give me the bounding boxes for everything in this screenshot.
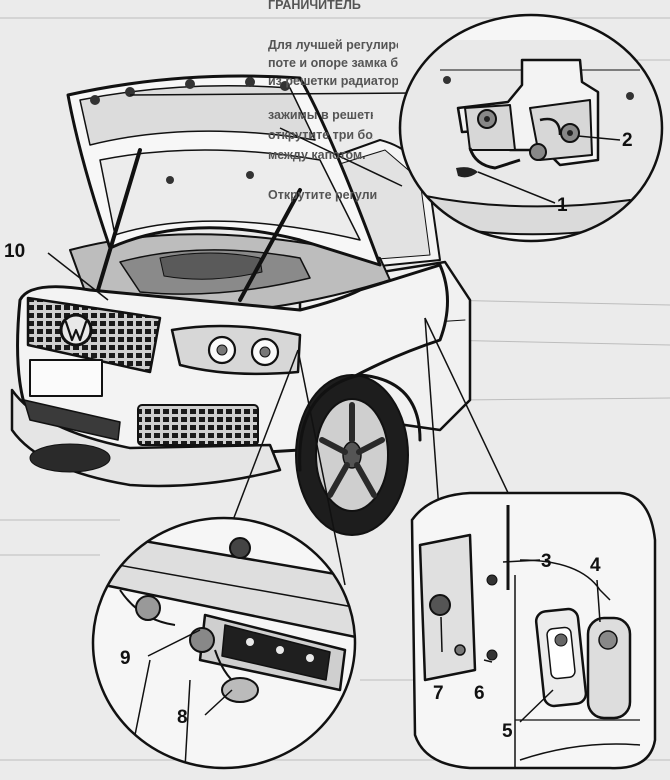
background-text-line: Для лучшей регулировки замок к (268, 38, 398, 52)
page-header: ГРАНИЧИТЕЛЬ (268, 0, 361, 12)
callout-9: 9 (120, 648, 131, 669)
background-text-line: зажимы в решетке радиатора. (268, 108, 373, 122)
callout-6: 6 (474, 683, 485, 704)
leader-line-10 (47, 252, 109, 301)
callout-4: 4 (590, 555, 601, 576)
background-text-line: между капотом. (268, 148, 366, 162)
callout-1: 1 (557, 195, 568, 216)
latch-detail-circle (398, 13, 664, 243)
vehicle (10, 74, 472, 536)
callout-7: 7 (433, 683, 444, 704)
callout-5: 5 (502, 721, 513, 742)
background-text-line: из решетки радиатора. (268, 74, 398, 88)
callout-8: 8 (177, 707, 188, 728)
callout-10: 10 (4, 241, 26, 262)
background-text-line: Открутите регулирующие болты (268, 188, 378, 202)
callout-2: 2 (622, 130, 633, 151)
release-cable-detail-circle (91, 516, 357, 770)
background-text-line: поте и опоре замка были удалены (268, 56, 398, 70)
background-text-line: открутите три болта. С отнесения (268, 128, 373, 142)
callout-3: 3 (541, 551, 552, 572)
side-panel-detail (410, 491, 657, 770)
